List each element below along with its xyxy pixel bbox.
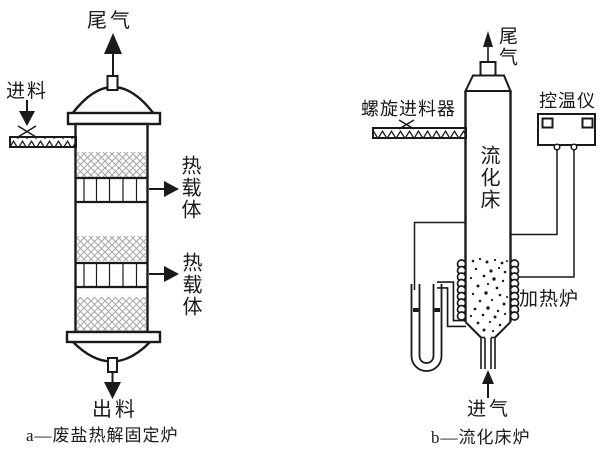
packing-band-1 [77,152,146,178]
label-feed: 进料 [6,81,49,102]
fixed-bed-furnace-drawing [9,33,179,399]
grate-band-1 [75,176,148,204]
screw-feeder-b [372,127,467,139]
packing-band-2 [77,236,146,261]
controller-wire-1 [510,150,558,236]
label-screw-feeder: 螺旋进料器 [361,99,456,119]
controller-terminal-right [570,143,578,151]
controller-indicator-right [581,117,594,129]
column-neck [463,74,513,92]
tail-gas-arrow-b [483,31,493,62]
manometer-liquid-level-right [434,308,440,312]
tail-gas-arrow-a [104,33,122,76]
label-discharge: 出料 [92,399,138,421]
vessel-top-nozzle [106,75,119,91]
gas-inlet-tube [480,336,496,369]
caption-fig-a: a—废盐热解固定炉 [26,426,179,445]
label-heating-furnace: 加热炉 [519,289,580,310]
vessel-bottom-flange [65,330,162,344]
feed-hopper-cross [17,125,37,138]
fluidized-bed-furnace-drawing [372,31,596,398]
caption-fig-b: b—流化床炉 [431,428,531,447]
u-tube-manometer [410,284,443,372]
label-fluidized-bed: 流化床 [477,145,499,211]
bed-particles [469,257,508,333]
manometer-liquid-level-left [413,308,419,312]
controller-terminal-left [553,143,561,151]
packing-band-3 [77,297,146,332]
gas-inlet-arrow [482,370,494,398]
label-heat-carrier-1: 热载体 [178,155,200,221]
controller-indicator-left [541,117,554,129]
screw-feeder-a [9,136,77,148]
heater-coil-right [509,259,520,321]
manometer-upper-tap [413,221,466,290]
discharge-arrow [104,372,121,399]
vessel-top-flange [66,111,162,126]
vessel-bottom-nozzle [107,357,118,373]
heater-coil-left [456,259,467,321]
label-tail-gas-b: 尾气 [495,26,517,68]
grate-band-2 [75,261,148,289]
column-top-nozzle [479,61,497,77]
heat-carrier-arrow-1 [149,181,179,197]
label-heat-carrier-2: 热载体 [179,252,201,318]
manometer-lower-tap [437,281,466,328]
label-temp-controller: 控温仪 [539,91,596,111]
label-gas-inlet: 进气 [467,399,512,420]
label-tail-gas-a: 尾气 [87,10,133,32]
vessel-top-dome [69,86,157,116]
controller-wire-2 [518,150,575,278]
feed-arrow [19,100,35,126]
column-bottom-cone [464,321,512,339]
heat-carrier-arrow-2 [149,266,179,282]
temp-controller-box [537,113,596,151]
